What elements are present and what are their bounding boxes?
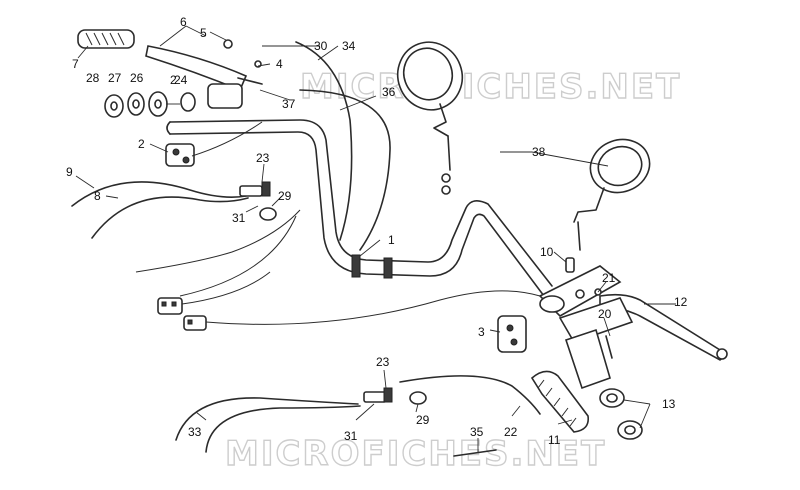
- left-switch-unit: [165, 143, 195, 167]
- callout-35: 35: [470, 425, 484, 439]
- callout-11: 11: [548, 433, 561, 447]
- callout-13: 13: [662, 397, 676, 411]
- callout-6: 6: [180, 15, 187, 29]
- upper-cable-adjuster: [239, 181, 277, 221]
- callout-10: 10: [540, 245, 554, 259]
- callout-9: 9: [66, 165, 73, 179]
- callout-2-washer: 2: [170, 73, 177, 87]
- callout-37: 37: [282, 97, 296, 111]
- washer-stack: [104, 91, 196, 118]
- callout-21: 21: [602, 271, 616, 285]
- watermark-bottom: MICROFICHES.NET: [225, 434, 606, 474]
- callout-34: 34: [342, 39, 356, 53]
- callout-38: 38: [532, 145, 546, 159]
- left-grip: [77, 29, 135, 49]
- lower-cables: [175, 375, 541, 457]
- callout-29-upper: 29: [278, 189, 292, 203]
- callout-33: 33: [188, 425, 202, 439]
- callout-23-upper: 23: [256, 151, 270, 165]
- leader-lines: [75, 25, 676, 452]
- callout-22: 22: [504, 425, 518, 439]
- callout-5: 5: [200, 26, 207, 40]
- callout-4: 4: [276, 57, 283, 71]
- callout-36: 36: [382, 85, 396, 99]
- callout-29-lower: 29: [416, 413, 430, 427]
- callout-1: 1: [388, 233, 395, 247]
- handlebar: [166, 119, 553, 297]
- watermark-top: MICROFICHES.NET: [300, 67, 681, 107]
- callout-31-upper: 31: [232, 211, 246, 225]
- callout-labels: 1 2 2 3 4 5 6 7 8 9 10 11 12 13 20 21 22…: [66, 15, 688, 447]
- left-cables: [71, 121, 301, 297]
- callout-31-lower: 31: [344, 429, 358, 443]
- right-grip: [530, 370, 590, 433]
- right-mirror: [573, 138, 651, 251]
- callout-3: 3: [478, 325, 485, 339]
- callout-7: 7: [72, 57, 79, 71]
- callout-12: 12: [674, 295, 688, 309]
- callout-27: 27: [108, 71, 122, 85]
- right-washers: [599, 388, 643, 440]
- left-mirror: [396, 41, 464, 195]
- callout-8: 8: [94, 189, 101, 203]
- small-fittings: [565, 257, 613, 359]
- callout-24: 24: [174, 73, 188, 87]
- callout-26: 26: [130, 71, 144, 85]
- callout-2-left-switch: 2: [138, 137, 145, 151]
- wire-connectors: [157, 271, 541, 331]
- callout-30: 30: [314, 39, 328, 53]
- callout-28: 28: [86, 71, 100, 85]
- right-switch-unit: [497, 315, 527, 353]
- callout-23-lower: 23: [376, 355, 390, 369]
- master-cylinder: [538, 265, 634, 390]
- callout-20: 20: [598, 307, 612, 321]
